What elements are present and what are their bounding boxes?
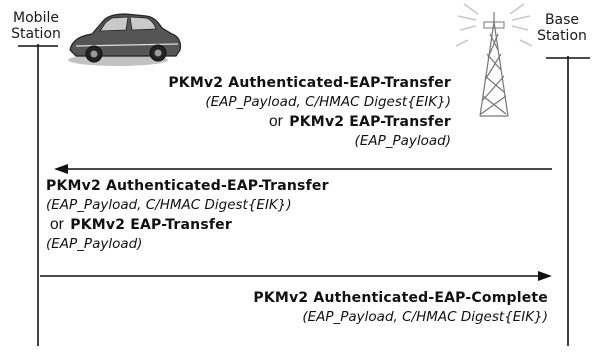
message-1-alt-params: (EAP_Payload) (354, 133, 451, 149)
mobile-station-label-line2: Station (11, 26, 61, 42)
message-3-label: PKMv2 Authenticated-EAP-Complete (EAP_Pa… (253, 289, 548, 327)
message-2-alt-title: PKMv2 EAP-Transfer (70, 217, 232, 233)
base-station-label-line2: Station (537, 28, 587, 44)
arrow-mobile-to-base (40, 271, 552, 281)
message-1-alt-title: PKMv2 EAP-Transfer (289, 114, 451, 130)
message-1-or: or (269, 113, 283, 130)
message-2-params: (EAP_Payload, C/HMAC Digest{EIK}) (46, 197, 292, 213)
message-3-params: (EAP_Payload, C/HMAC Digest{EIK}) (302, 309, 548, 325)
base-station-label-line1: Base (544, 12, 580, 28)
car-icon (68, 13, 182, 66)
message-3-title: PKMv2 Authenticated-EAP-Complete (253, 290, 548, 306)
message-2-alt-params: (EAP_Payload) (46, 236, 143, 252)
antenna-tower-icon (455, 3, 533, 117)
message-1-label: PKMv2 Authenticated-EAP-Transfer (EAP_Pa… (168, 74, 451, 151)
arrow-base-to-mobile (54, 164, 552, 174)
message-1-title: PKMv2 Authenticated-EAP-Transfer (168, 75, 451, 91)
message-2-title: PKMv2 Authenticated-EAP-Transfer (46, 178, 329, 194)
message-1-params: (EAP_Payload, C/HMAC Digest{EIK}) (205, 94, 451, 110)
mobile-station-label: Mobile Station (4, 10, 68, 42)
message-2-or: or (50, 216, 64, 233)
message-2-label: PKMv2 Authenticated-EAP-Transfer (EAP_Pa… (46, 177, 329, 254)
mobile-station-label-line1: Mobile (13, 10, 59, 26)
base-station-label: Base Station (530, 12, 594, 44)
